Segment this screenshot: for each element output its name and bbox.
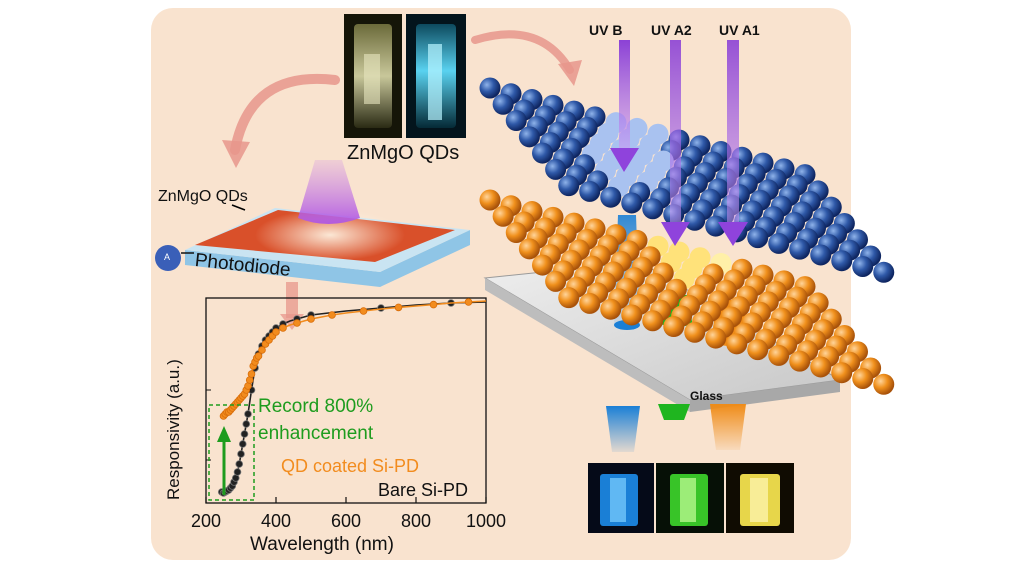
quantum-dot xyxy=(532,254,553,276)
annotation-line-1: Record 800% xyxy=(258,396,374,417)
quantum-dot xyxy=(600,298,622,320)
enhancement-arrow-head xyxy=(217,426,231,442)
qd-coated-point xyxy=(254,352,263,360)
quantum-dot xyxy=(726,333,748,355)
quantum-dot xyxy=(810,244,832,266)
quantum-dot xyxy=(852,256,874,277)
qd-coated-point xyxy=(258,346,266,354)
quantum-dot xyxy=(518,126,540,148)
quantum-dot xyxy=(558,175,580,197)
quantum-dot xyxy=(705,215,727,237)
emission-cones-bottom xyxy=(606,404,746,452)
uv-light-cone xyxy=(298,160,360,224)
bare-point xyxy=(233,468,242,476)
quantum-dot xyxy=(492,93,514,115)
ammeter-icon xyxy=(155,245,181,271)
uv-a1-label: UV A1 xyxy=(719,22,760,38)
y-axis-label: Responsivity (a.u.) xyxy=(164,359,183,500)
device-substrate-side xyxy=(185,230,470,287)
arrow-head-right xyxy=(558,60,582,86)
quantum-dot xyxy=(579,292,601,314)
qd-coated-point xyxy=(359,307,368,315)
quantum-dot xyxy=(831,250,853,272)
quantum-dot xyxy=(831,362,853,384)
x-axis-label: Wavelength (nm) xyxy=(250,534,394,555)
legend-qd-coated: QD coated Si-PD xyxy=(281,456,420,476)
x-tick-label: 800 xyxy=(401,511,431,531)
x-tick-label: 400 xyxy=(261,511,291,531)
bare-point xyxy=(237,450,245,458)
qd-coated-point xyxy=(328,311,336,319)
qd-coated-point xyxy=(307,315,315,323)
quantum-dot xyxy=(492,205,514,227)
quantum-dot xyxy=(621,192,643,214)
x-tick-label: 1000 xyxy=(466,511,506,531)
x-tick-label: 600 xyxy=(331,511,361,531)
quantum-dot xyxy=(505,110,527,132)
quantum-dot xyxy=(852,368,874,389)
quantum-dot xyxy=(768,232,790,254)
qd-coated-point xyxy=(279,324,287,332)
quantum-dot xyxy=(873,261,895,283)
quantum-dot xyxy=(684,321,706,343)
quantum-dot xyxy=(621,304,643,326)
arrow-vials-to-lattice xyxy=(471,30,574,74)
qd-coated-point xyxy=(394,303,403,312)
enhancement-box xyxy=(208,404,255,501)
quantum-dot xyxy=(579,180,601,202)
device-qd-label: ZnMgO QDs xyxy=(158,188,248,205)
emission-photos xyxy=(588,463,794,533)
quantum-dot xyxy=(810,356,832,378)
quantum-dot xyxy=(545,158,567,180)
uv-b-label: UV B xyxy=(589,22,623,38)
legend-bare: Bare Si-PD xyxy=(378,480,469,500)
qd-vials-photo xyxy=(344,14,466,138)
quantum-dot xyxy=(705,327,727,349)
bare-point xyxy=(244,410,252,418)
orange-qd-layer xyxy=(479,189,895,395)
bare-point xyxy=(238,440,247,448)
quantum-dot xyxy=(558,287,580,309)
ammeter-label: A xyxy=(164,252,171,262)
qd-coated-point xyxy=(272,328,280,336)
quantum-dot xyxy=(747,227,769,249)
qd-coated-point xyxy=(464,298,473,306)
quantum-dot xyxy=(642,310,664,332)
qd-coated-point xyxy=(293,319,301,327)
quantum-dot xyxy=(479,189,501,211)
quantum-dot xyxy=(600,186,622,208)
quantum-dot xyxy=(505,222,527,244)
arrow-head-left xyxy=(222,140,250,168)
qd-coated-point xyxy=(247,370,256,378)
quantum-dot xyxy=(789,350,811,372)
bare-point xyxy=(235,460,244,468)
x-axis-ticks: 200 400 600 800 1000 xyxy=(191,389,506,531)
top-qd-label: ZnMgO QDs xyxy=(347,142,460,164)
quantum-dot xyxy=(545,270,567,292)
qd-coated-point xyxy=(429,300,438,309)
annotation-line-2: enhancement xyxy=(258,423,374,444)
quantum-dot xyxy=(684,209,706,231)
series-qd-coated xyxy=(219,298,487,420)
quantum-dot xyxy=(642,198,664,220)
quantum-dot xyxy=(747,339,769,361)
x-tick-label: 200 xyxy=(191,511,221,531)
photodiode-device xyxy=(155,160,470,287)
quantum-dot xyxy=(518,238,540,260)
quantum-dot xyxy=(768,344,790,366)
quantum-dot xyxy=(663,316,685,338)
quantum-dot xyxy=(873,373,895,395)
uv-beams xyxy=(610,40,748,246)
bare-point xyxy=(240,430,249,438)
bare-point xyxy=(242,420,251,428)
arrow-vials-to-device xyxy=(230,73,340,155)
uv-a2-label: UV A2 xyxy=(651,22,692,38)
glass-label: Glass xyxy=(690,389,723,403)
quantum-dot xyxy=(479,77,501,99)
quantum-dot xyxy=(789,238,811,260)
quantum-dot xyxy=(532,142,553,164)
